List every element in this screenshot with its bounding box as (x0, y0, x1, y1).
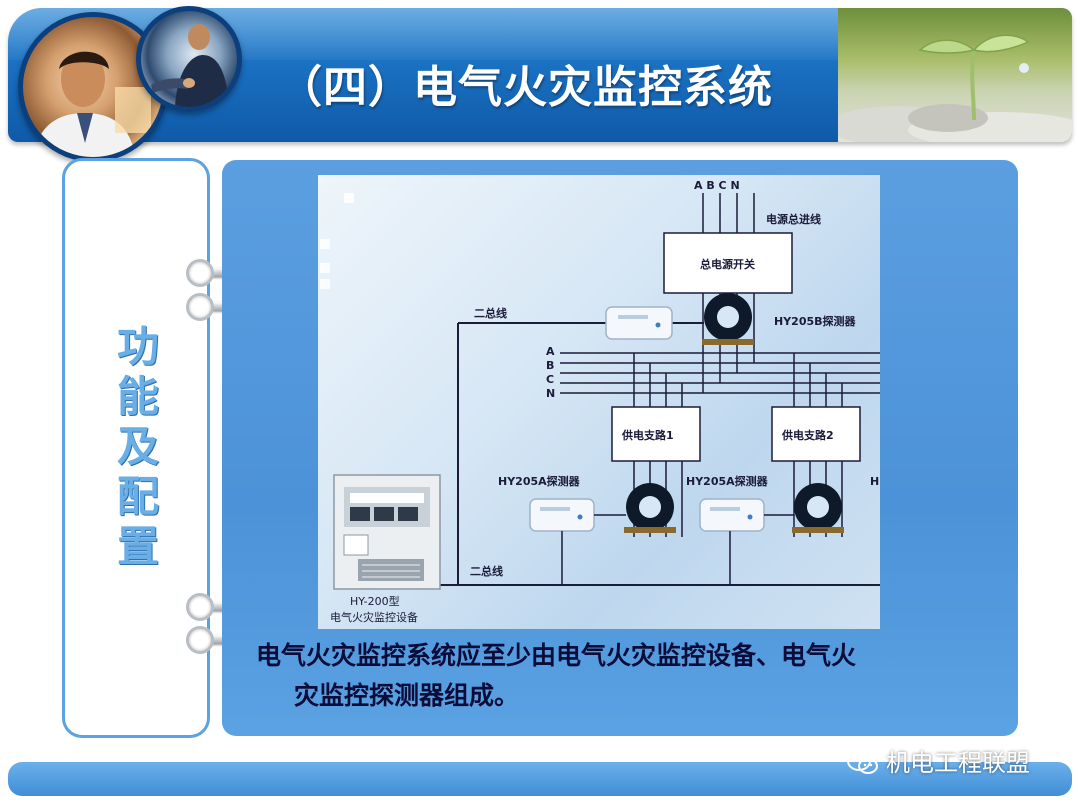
phase-n-label: N (546, 387, 555, 400)
bus-label-bottom: 二总线 (470, 564, 503, 578)
ct-sensor-icon (702, 293, 754, 345)
wiring-diagram: A B C N 电源总进线 总电源开关 HY205B探测器 二总线 (320, 179, 880, 624)
main-feed-label: 电源总进线 (766, 212, 821, 226)
footer-bar (8, 762, 1072, 796)
phase-b-label: B (546, 359, 554, 372)
header-banner: （四）电气火灾监控系统 (8, 8, 1072, 142)
detector-a3-partial-label: H (870, 475, 879, 488)
sprout-icon (838, 34, 1072, 142)
phase-c-label: C (546, 373, 554, 386)
ct-sensor-icon (624, 483, 676, 533)
main-switch-box (663, 232, 793, 294)
detector-module-icon (699, 498, 765, 532)
detector-a2-label: HY205A探测器 (686, 474, 769, 488)
businessman-photo (33, 51, 151, 157)
handshake-photo-circle (136, 6, 242, 112)
wechat-icon (847, 751, 878, 774)
detector-b-label: HY205B探测器 (774, 314, 857, 328)
body-paragraph: 电气火灾监控系统应至少由电气火灾监控设备、电气火 灾监控探测器组成。 (256, 636, 996, 716)
body-line-1: 电气火灾监控系统应至少由电气火灾监控设备、电气火 (256, 641, 857, 670)
monitoring-device-icon (333, 474, 441, 590)
bus-label-top: 二总线 (474, 306, 507, 320)
side-tab (62, 158, 210, 738)
phase-a-label: A (546, 345, 555, 358)
device-model-label: HY-200型 (350, 594, 400, 608)
body-line-2: 灾监控探测器组成。 (294, 681, 520, 710)
branch-2-box (771, 406, 861, 462)
branch-1-label: 供电支路1 (621, 428, 674, 442)
detector-module-icon (529, 498, 595, 532)
handshake-photo (151, 24, 229, 107)
watermark-label: 机电工程联盟 (886, 749, 1030, 777)
detector-module-icon (605, 306, 673, 340)
phases-top-label: A B C N (694, 179, 740, 192)
branch-1-box (611, 406, 701, 462)
sprout-image (838, 8, 1072, 142)
device-name-label: 电气火灾监控设备 (330, 610, 418, 624)
ct-sensor-icon (792, 483, 844, 533)
main-switch-label: 总电源开关 (700, 257, 755, 271)
side-tab-label: 功能及配置 (116, 322, 159, 571)
system-diagram: A B C N 电源总进线 总电源开关 HY205B探测器 二总线 (318, 175, 880, 629)
detector-a1-label: HY205A探测器 (498, 474, 581, 488)
page-title: （四）电气火灾监控系统 (278, 62, 773, 113)
branch-2-label: 供电支路2 (781, 428, 834, 442)
